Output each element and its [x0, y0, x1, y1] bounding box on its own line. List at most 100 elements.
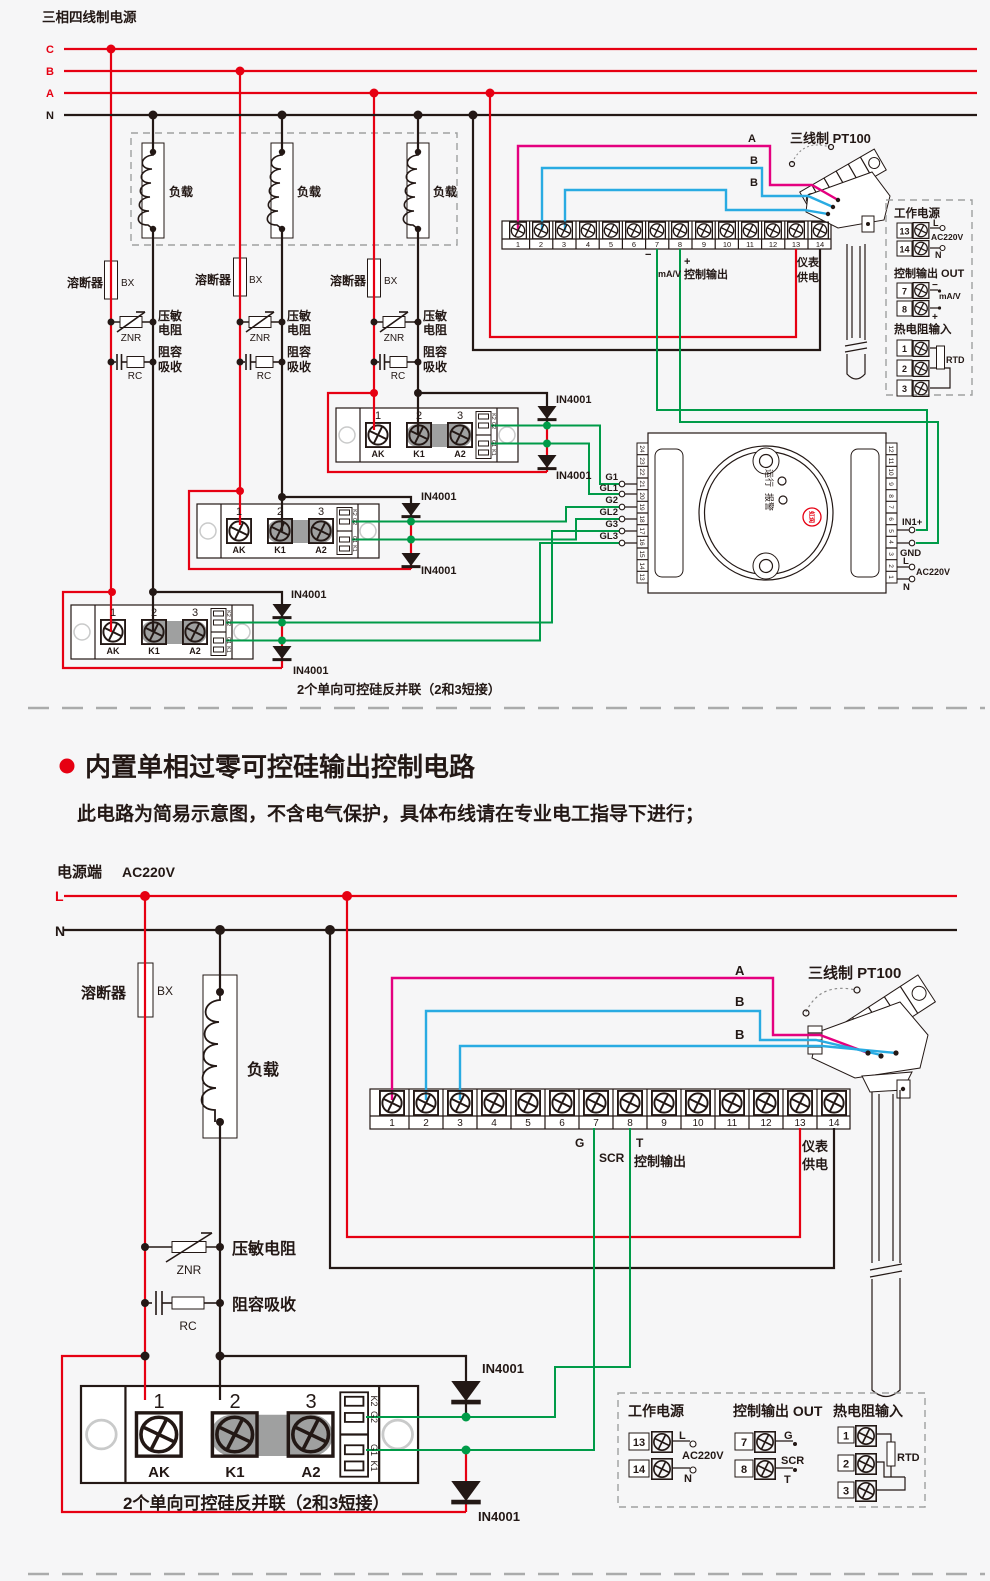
panel-b-power-title: 工作电源 — [628, 1403, 684, 1419]
in1-label: IN1+ — [902, 517, 923, 528]
ctl-ac-label: AC220V — [916, 567, 950, 577]
source-voltage: AC220V — [122, 864, 176, 880]
wire-gl1 — [491, 442, 619, 495]
svg-text:4: 4 — [586, 240, 590, 249]
diode-label: IN4001 — [293, 665, 328, 677]
svg-text:K1: K1 — [413, 449, 425, 459]
meter-label-2: 供电 — [796, 270, 819, 284]
n-label: N — [55, 923, 65, 939]
source-label: 电源端 — [57, 863, 102, 881]
svg-text:3: 3 — [305, 1391, 316, 1413]
load-group-box — [130, 132, 458, 246]
controller-run-label: 运行 — [764, 469, 775, 487]
mav-label: mA/V — [658, 269, 681, 279]
svg-text:2: 2 — [229, 1391, 240, 1413]
fuse-3-label: 溶断器 — [330, 273, 367, 288]
ctrl-out-label: 控制输出 — [684, 267, 728, 281]
svg-text:RC: RC — [257, 371, 271, 382]
svg-text:8: 8 — [627, 1118, 633, 1129]
load-3-label: 负载 — [433, 184, 457, 199]
svg-text:压敏: 压敏 — [158, 308, 183, 323]
diode-label: IN4001 — [556, 394, 591, 406]
junction-dots — [106, 44, 551, 645]
svg-text:吸收: 吸收 — [287, 359, 311, 374]
wire-b1-label-bottom: B — [735, 994, 744, 1009]
bottom-caption: 2个单向可控硅反并联（2和3短接） — [123, 1493, 389, 1513]
panel-rtd-title: 热电阻输入 — [894, 322, 952, 336]
svg-text:K2: K2 — [369, 1395, 379, 1406]
svg-text:K1: K1 — [225, 1464, 244, 1481]
svg-text:4: 4 — [887, 540, 894, 544]
gl1-label: GL1 — [600, 483, 619, 494]
section-heading: 内置单相过零可控硅输出控制电路 此电路为简易示意图，不含电气保护，具体布线请在专… — [59, 752, 704, 825]
svg-text:2: 2 — [539, 240, 543, 249]
controller-right-terminals: IN1+ GND L AC220V N — [897, 517, 950, 593]
svg-text:5: 5 — [609, 240, 613, 249]
svg-text:1: 1 — [389, 1118, 395, 1129]
svg-text:1: 1 — [153, 1391, 164, 1413]
load-1 — [137, 142, 165, 239]
svg-text:AK: AK — [107, 646, 120, 656]
g1-label: G1 — [605, 472, 618, 483]
svg-text:K2: K2 — [490, 413, 496, 420]
fuse-2-code: BX — [249, 275, 263, 286]
svg-text:G2: G2 — [225, 619, 231, 626]
wire-pt100-b2 — [563, 188, 829, 230]
rc-code-bottom: RC — [179, 1319, 197, 1333]
svg-text:22: 22 — [638, 468, 645, 476]
wire-meter-n — [471, 115, 822, 352]
fuse-1-label: 溶断器 — [67, 275, 104, 290]
bottom-diagram: 电源端 AC220V 三线制 PT100 — [55, 863, 957, 1524]
panel-l-label: L — [933, 218, 939, 228]
wire-out-plus — [679, 249, 939, 544]
svg-text:1: 1 — [887, 575, 894, 579]
svg-text:12: 12 — [760, 1118, 772, 1129]
phase-label-c: C — [46, 44, 54, 56]
wire-gl2 — [352, 518, 619, 541]
svg-text:RC: RC — [128, 371, 142, 382]
svg-text:6: 6 — [632, 240, 636, 249]
svg-text:A2: A2 — [189, 646, 201, 656]
diode-label: IN4001 — [478, 1509, 520, 1524]
top-title: 三相四线制电源 — [42, 9, 137, 25]
svg-text:9: 9 — [702, 240, 706, 249]
svg-text:1: 1 — [375, 410, 381, 422]
panel-n-label: N — [935, 250, 942, 260]
svg-text:吸收: 吸收 — [158, 359, 182, 374]
svg-text:1: 1 — [236, 506, 242, 518]
svg-text:2: 2 — [902, 364, 907, 374]
svg-text:1: 1 — [516, 240, 520, 249]
pt100-top-title: 三线制 PT100 — [790, 131, 871, 146]
phase-lines: C B A N — [46, 44, 977, 122]
svg-text:13: 13 — [633, 1437, 645, 1449]
svg-text:9: 9 — [661, 1118, 667, 1129]
svg-text:4: 4 — [491, 1118, 497, 1129]
controller-alarm-label: 报警 — [764, 493, 775, 511]
wire-pt100-b1-bottom — [424, 1009, 882, 1100]
svg-text:3: 3 — [457, 410, 463, 422]
panel-b-l: L — [679, 1430, 686, 1442]
svg-text:3: 3 — [192, 607, 198, 619]
scr-label: SCR — [599, 1151, 625, 1165]
svg-text:A2: A2 — [301, 1464, 320, 1481]
wire-gl3 — [226, 542, 619, 642]
svg-text:16: 16 — [638, 538, 645, 546]
g2-label: G2 — [605, 495, 618, 506]
panel-b-scr: SCR — [781, 1455, 804, 1467]
svg-text:阻容: 阻容 — [158, 344, 182, 359]
panel-b-rtd-label: RTD — [897, 1452, 920, 1464]
svg-text:13: 13 — [638, 573, 645, 581]
svg-text:14: 14 — [633, 1464, 646, 1476]
wire-out-minus — [656, 249, 928, 531]
run-led — [777, 476, 787, 486]
svg-text:AK: AK — [372, 449, 385, 459]
wire-m3-red-loop — [61, 590, 282, 670]
svg-text:21: 21 — [638, 480, 645, 488]
meter-label-2-bottom: 供电 — [801, 1157, 828, 1172]
wire-a-label: A — [748, 133, 756, 145]
diode-label: IN4001 — [482, 1361, 524, 1376]
svg-text:3: 3 — [318, 506, 324, 518]
diode-label: IN4001 — [291, 589, 326, 601]
